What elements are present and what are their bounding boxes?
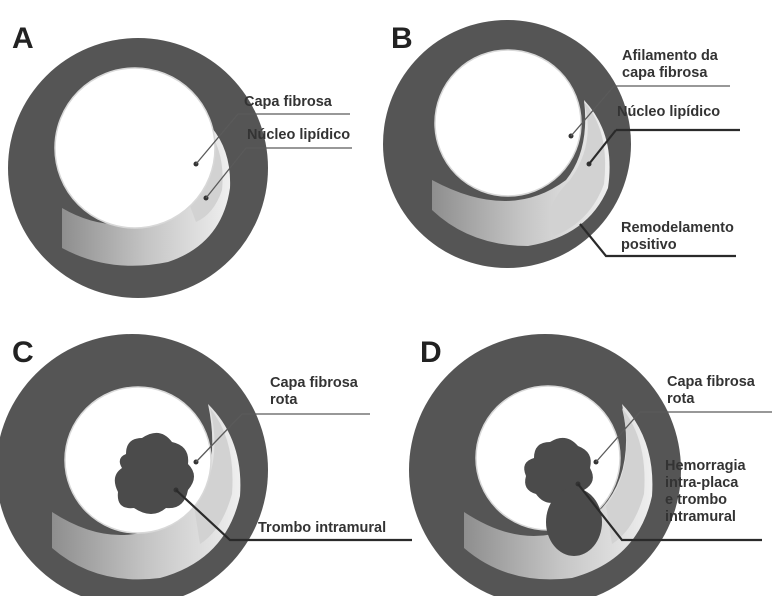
panel-c: C Capa fibrosa rota Trombo intramural: [0, 334, 412, 596]
panel-letter-b: B: [391, 22, 413, 55]
lumen: [435, 50, 581, 196]
panel-letter-c: C: [12, 336, 34, 369]
intraplaque-hemorrhage: [546, 488, 602, 556]
panel-letter-a: A: [12, 22, 34, 55]
panel-a: A Capa fibrosa Núcleo lipídico: [8, 22, 352, 298]
panel-letter-d: D: [420, 336, 442, 369]
label-remodelamento: Remodelamento: [621, 220, 734, 236]
label-intramural: intramural: [665, 509, 736, 525]
label-hemorragia: Hemorragia: [665, 458, 747, 474]
label-nucleo-lipidico: Núcleo lipídico: [617, 104, 720, 120]
label-nucleo-lipidico: Núcleo lipídico: [247, 127, 350, 143]
label-afilamento: Afilamento da: [622, 48, 719, 64]
label-capa-fibrosa: capa fibrosa: [622, 65, 708, 81]
label-intra-placa: intra-placa: [665, 475, 739, 491]
lumen: [55, 68, 215, 228]
label-capa-fibrosa: Capa fibrosa: [667, 374, 756, 390]
label-e-trombo: e trombo: [665, 492, 727, 508]
label-rota: rota: [270, 392, 298, 408]
label-trombo-intramural: Trombo intramural: [258, 520, 386, 536]
label-capa-fibrosa: Capa fibrosa: [270, 375, 359, 391]
label-positivo: positivo: [621, 237, 677, 253]
label-rota: rota: [667, 391, 695, 407]
label-capa-fibrosa: Capa fibrosa: [244, 94, 333, 110]
panel-d: D Capa fibrosa rota Hemorragia intra-pla…: [409, 334, 772, 596]
panel-b: B Afilamento da capa fibrosa Núcleo lipí…: [383, 20, 740, 268]
